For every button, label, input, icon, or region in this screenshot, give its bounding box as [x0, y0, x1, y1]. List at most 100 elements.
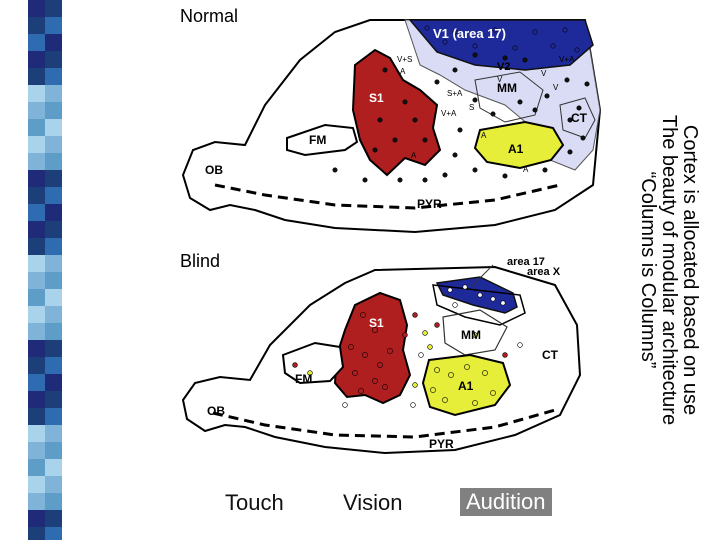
- stripe-tile: [28, 527, 45, 540]
- map-dot: [442, 39, 448, 45]
- map-dot: [387, 348, 393, 354]
- map-dot: [427, 344, 433, 350]
- normal-s1-label: S1: [369, 91, 384, 105]
- stripe-tile: [45, 153, 62, 170]
- map-dot: [452, 67, 458, 73]
- normal-pyr-label: PYR: [417, 197, 442, 211]
- map-dot: [517, 342, 523, 348]
- blind-area17-label: area 17: [507, 256, 545, 268]
- map-dot: [360, 312, 366, 318]
- stripe-tile: [28, 391, 45, 408]
- stripe-tile: [28, 17, 45, 34]
- stripe-tile: [45, 85, 62, 102]
- map-dot: [372, 327, 378, 333]
- map-dot: [532, 107, 538, 113]
- map-dot: [452, 152, 458, 158]
- map-dot: [422, 330, 428, 336]
- stripe-tile: [45, 51, 62, 68]
- normal-s1-region: [351, 48, 442, 177]
- stripe-tile: [45, 442, 62, 459]
- blind-ob-label: OB: [207, 404, 225, 418]
- map-dot: [542, 167, 548, 173]
- normal-mark: S: [469, 103, 474, 112]
- map-dot: [462, 284, 468, 290]
- normal-mark: V: [497, 75, 503, 84]
- stripe-tile: [45, 0, 62, 17]
- normal-fm-region: [286, 123, 359, 157]
- normal-mark: V: [553, 83, 559, 92]
- map-dot: [574, 47, 580, 53]
- stripe-tile: [28, 187, 45, 204]
- stripe-tile: [28, 374, 45, 391]
- map-dot: [348, 344, 354, 350]
- side-caption-line1: Cortex is allocated based on use: [679, 124, 701, 416]
- normal-a1-region: [473, 120, 565, 170]
- normal-mark: A: [411, 151, 417, 160]
- map-dot: [472, 97, 478, 103]
- normal-mark: V+A: [559, 55, 575, 64]
- stripe-tile: [28, 153, 45, 170]
- normal-ct-label: CT: [571, 111, 588, 125]
- map-dot: [492, 27, 498, 33]
- stripe-tile: [45, 221, 62, 238]
- normal-v2-label: V2: [497, 61, 510, 73]
- map-dot: [434, 79, 440, 85]
- stripe-tile: [28, 306, 45, 323]
- map-dot: [352, 370, 358, 376]
- stripe-tile: [45, 476, 62, 493]
- map-dot: [532, 29, 538, 35]
- stripe-tile: [28, 221, 45, 238]
- map-dot: [424, 25, 430, 31]
- map-dot: [472, 332, 478, 338]
- map-dot: [550, 43, 556, 49]
- normal-mm-label: MM: [497, 81, 517, 95]
- blind-label: Blind: [180, 251, 221, 271]
- stripe-tile: [45, 272, 62, 289]
- blind-fm-region: [281, 341, 345, 385]
- map-dot: [412, 117, 418, 123]
- map-dot: [402, 99, 408, 105]
- map-dot: [580, 135, 586, 141]
- map-dot: [442, 172, 448, 178]
- side-caption-line2: The beauty of modular architecture: [658, 114, 680, 426]
- map-dot: [422, 177, 428, 183]
- side-caption-line3: “Columns is Columns”: [637, 171, 659, 369]
- normal-ob-label: OB: [205, 163, 223, 177]
- map-dot: [472, 52, 478, 58]
- normal-mm-region: [474, 71, 544, 123]
- map-dot: [564, 77, 570, 83]
- map-dot: [434, 322, 440, 328]
- stripe-tile: [45, 391, 62, 408]
- map-dot: [422, 137, 428, 143]
- blind-pyr-label: PYR: [429, 437, 454, 451]
- map-dot: [477, 292, 483, 298]
- map-dot: [448, 372, 454, 378]
- blind-mm-region: [442, 309, 508, 356]
- legend-audition: Audition: [460, 488, 552, 516]
- stripe-tile: [28, 272, 45, 289]
- stripe-tile: [45, 408, 62, 425]
- stripe-tile: [45, 425, 62, 442]
- map-dot: [482, 370, 488, 376]
- blind-areax-label: area X: [527, 266, 561, 278]
- map-dot: [490, 390, 496, 396]
- stripe-tile: [28, 442, 45, 459]
- normal-fm-label: FM: [309, 133, 326, 147]
- map-dot: [490, 296, 496, 302]
- stripe-tile: [28, 0, 45, 17]
- map-dot: [307, 370, 313, 376]
- map-dot: [502, 173, 508, 179]
- map-dot: [377, 362, 383, 368]
- legend-touch: Touch: [225, 490, 284, 515]
- stripe-tile: [45, 459, 62, 476]
- map-dot: [502, 352, 508, 358]
- map-dot: [452, 29, 458, 35]
- map-dot: [584, 81, 590, 87]
- map-dot: [490, 111, 496, 117]
- map-dot: [512, 45, 518, 51]
- map-dot: [362, 352, 368, 358]
- stripe-tile: [45, 527, 62, 540]
- stripe-tile: [45, 238, 62, 255]
- blind-areax-region: [432, 284, 526, 326]
- map-dot: [382, 67, 388, 73]
